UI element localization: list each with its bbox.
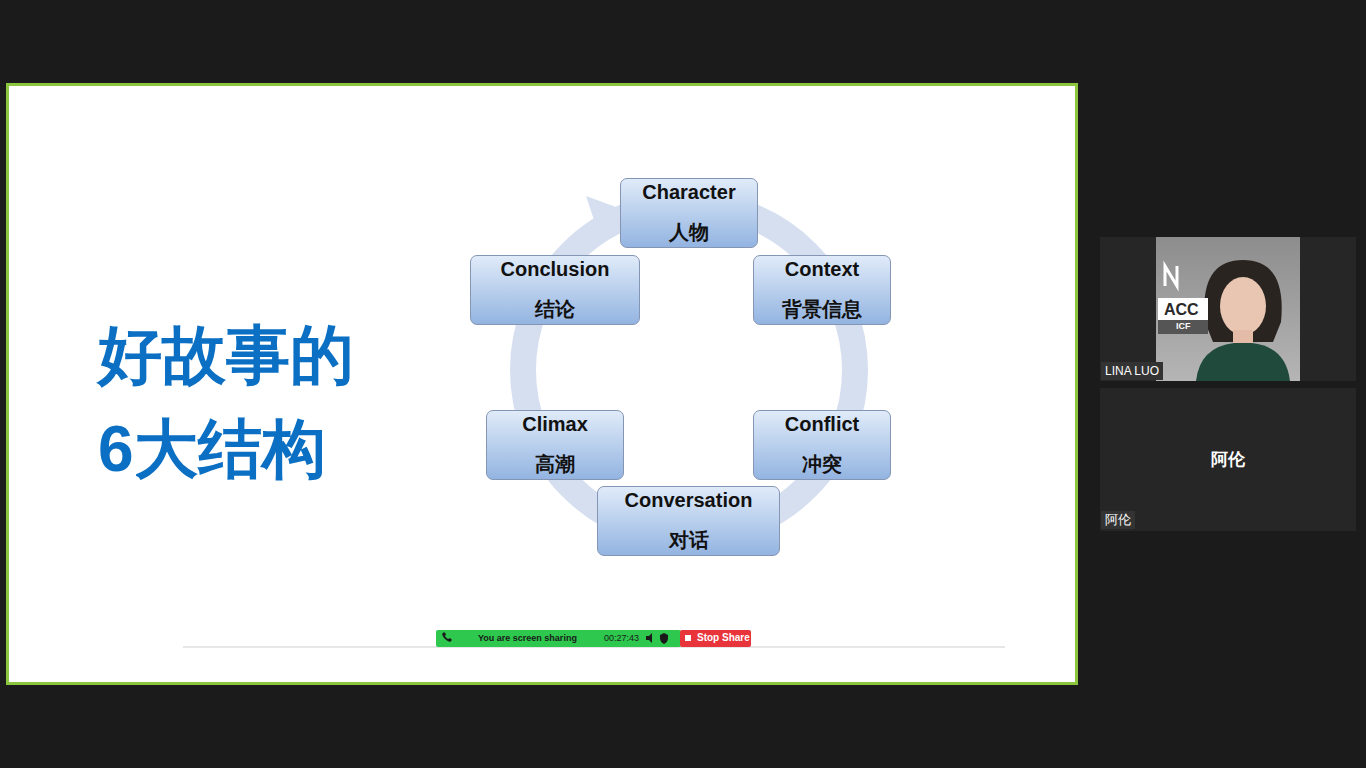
participant-name-tag: LINA LUO [1101, 362, 1163, 380]
stop-share-label: Stop Share [697, 632, 750, 644]
video-panel [1100, 388, 1356, 531]
icf-badge [1158, 320, 1208, 334]
photo-hair [1204, 260, 1281, 342]
share-bar [436, 630, 681, 647]
story-element-box: Conflict 冲突 [753, 410, 891, 480]
cycle-arrowhead [586, 196, 616, 232]
stop-share-button [680, 630, 751, 647]
story-element-box: Character 人物 [620, 178, 758, 248]
acc-badge [1158, 298, 1208, 320]
speaker-icon [646, 633, 652, 643]
phone-icon [442, 632, 452, 642]
participant-name-tag: 阿伦 [1101, 511, 1135, 529]
video-panel [1100, 237, 1356, 381]
element-name-en: Context [785, 257, 859, 281]
element-name-zh: 背景信息 [782, 297, 862, 321]
shield-icon [660, 633, 668, 644]
element-name-en: Climax [522, 412, 588, 436]
logo-n [1165, 266, 1177, 286]
stop-icon [685, 635, 691, 641]
acc-badge-text: ACC [1164, 300, 1199, 319]
element-name-zh: 高潮 [535, 452, 575, 476]
element-name-en: Character [642, 180, 735, 204]
element-name-zh: 对话 [669, 528, 709, 552]
element-name-en: Conversation [625, 488, 753, 512]
element-name-en: Conflict [785, 412, 859, 436]
element-name-en: Conclusion [501, 257, 610, 281]
photo-face [1220, 277, 1266, 335]
participant-avatar-name: 阿伦 [1211, 450, 1245, 470]
story-element-box: Context 背景信息 [753, 255, 891, 325]
story-element-box: Climax 高潮 [486, 410, 624, 480]
profile-photo [1156, 237, 1300, 381]
element-name-zh: 冲突 [802, 452, 842, 476]
element-name-zh: 人物 [669, 220, 709, 244]
element-name-zh: 结论 [535, 297, 575, 321]
share-status: You are screen sharing [478, 633, 577, 644]
icf-badge-text: ICF [1176, 321, 1191, 332]
slide-title: 好故事的 6大结构 [98, 308, 398, 496]
share-timer: 00:27:43 [604, 633, 639, 644]
photo-body [1196, 343, 1290, 381]
story-element-box: Conversation 对话 [597, 486, 780, 556]
story-element-box: Conclusion 结论 [470, 255, 640, 325]
